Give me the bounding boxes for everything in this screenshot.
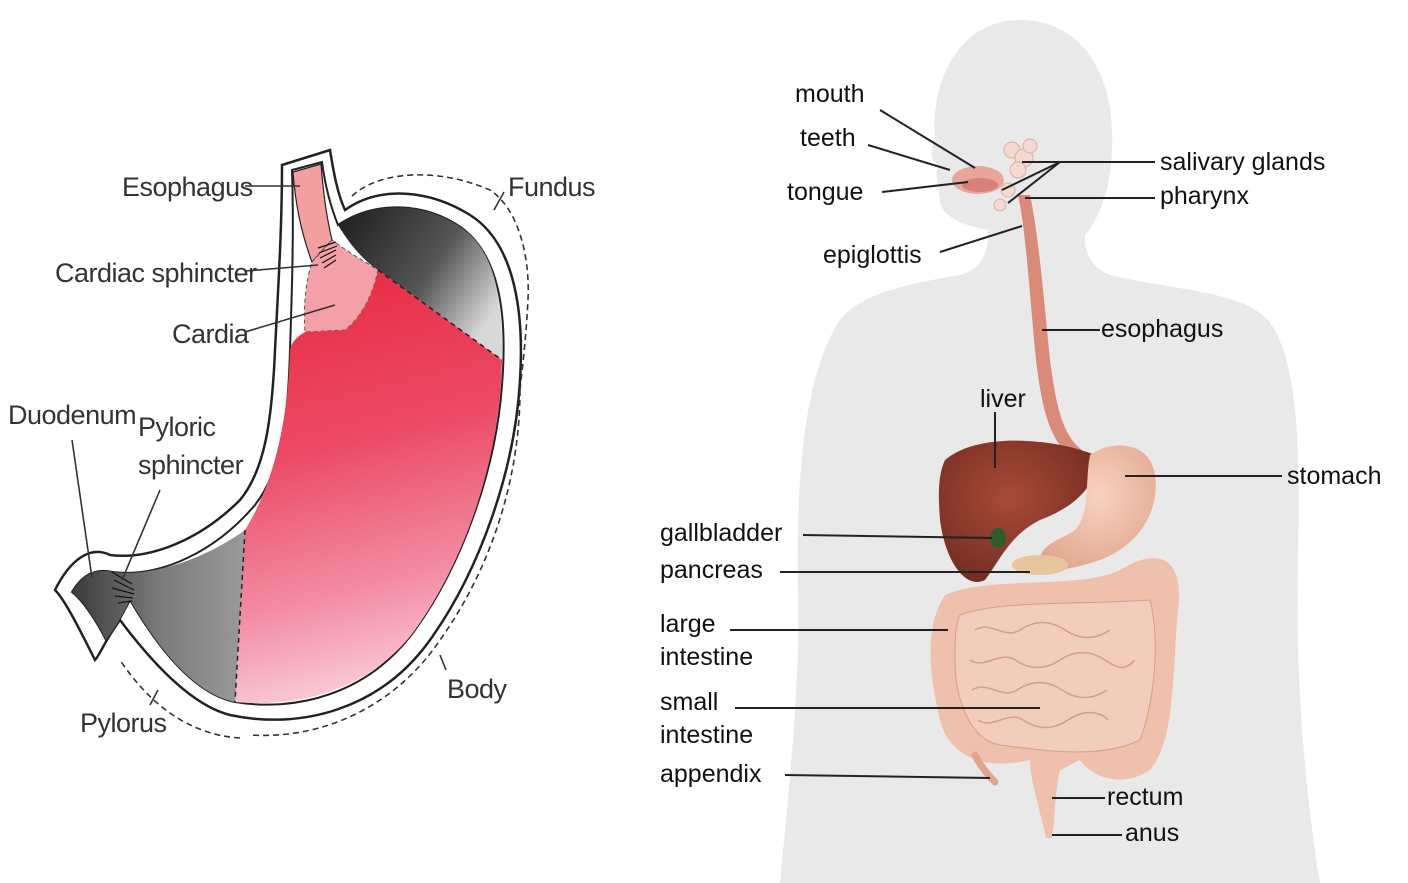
label-pylorus: Pylorus bbox=[80, 708, 167, 738]
label-large-intestine: intestine bbox=[660, 643, 753, 671]
label-anus: anus bbox=[1125, 819, 1179, 847]
label-sphincter: sphincter bbox=[138, 450, 244, 480]
tongue-shape bbox=[962, 178, 998, 192]
label-esophagus-r: esophagus bbox=[1101, 315, 1223, 343]
label-pharynx: pharynx bbox=[1160, 182, 1249, 210]
label-appendix: appendix bbox=[660, 760, 762, 788]
label-teeth: teeth bbox=[800, 124, 856, 152]
small-intestine-shape bbox=[955, 600, 1155, 752]
label-fundus: Fundus bbox=[508, 172, 595, 202]
gallbladder-shape bbox=[990, 528, 1006, 548]
label-body: Body bbox=[447, 674, 508, 704]
label-epiglottis: epiglottis bbox=[823, 241, 922, 269]
label-small: small bbox=[660, 688, 718, 716]
label-esophagus: Esophagus bbox=[122, 172, 253, 202]
label-tongue: tongue bbox=[787, 178, 863, 206]
stomach-diagram: Esophagus Fundus Cardiac sphincter Cardi… bbox=[8, 150, 595, 738]
label-gallbladder: gallbladder bbox=[660, 519, 782, 547]
label-salivary-glands: salivary glands bbox=[1160, 148, 1325, 176]
label-large: large bbox=[660, 610, 716, 638]
label-liver: liver bbox=[980, 385, 1026, 413]
label-mouth: mouth bbox=[795, 80, 864, 108]
label-cardiac-sphincter: Cardiac sphincter bbox=[55, 258, 257, 288]
label-pyloric: Pyloric bbox=[138, 412, 216, 442]
label-pancreas: pancreas bbox=[660, 556, 763, 584]
label-small-intestine: intestine bbox=[660, 721, 753, 749]
body-leader bbox=[440, 655, 446, 670]
digestive-system-diagram: mouth teeth tongue epiglottis salivary g… bbox=[660, 20, 1381, 883]
label-rectum: rectum bbox=[1107, 783, 1183, 811]
label-cardia: Cardia bbox=[172, 319, 250, 349]
label-duodenum: Duodenum bbox=[8, 400, 136, 430]
label-stomach: stomach bbox=[1287, 462, 1381, 490]
